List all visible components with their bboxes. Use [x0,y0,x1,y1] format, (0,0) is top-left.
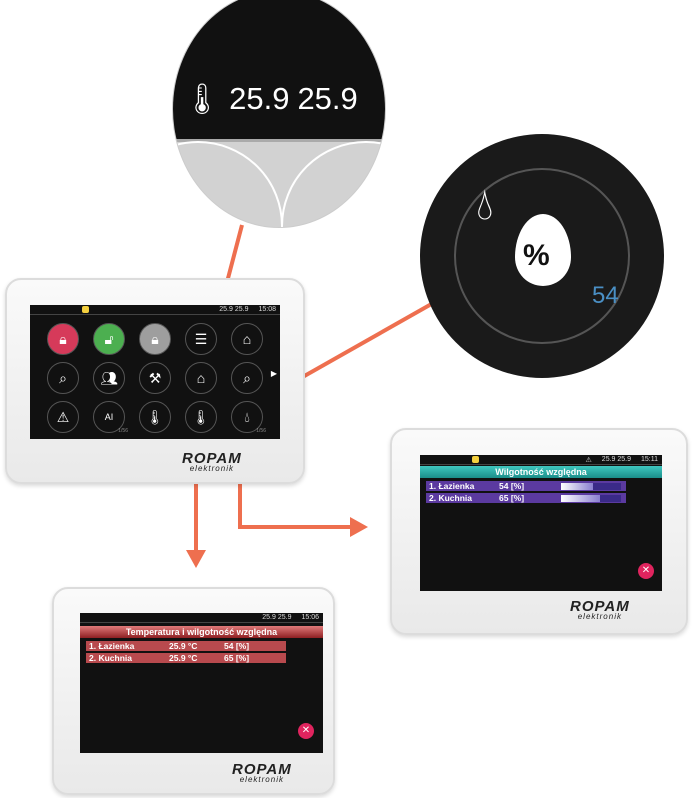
lock-red-icon[interactable]: 🔒︎ [47,323,79,355]
status-temp: 25.9 25.9 [262,614,292,621]
main-panel-device: 25.9 25.9 15:08 🔒︎ 🔓︎ 🔒︎ ☰ ⌂ ⌕ 👥︎ ⚒ ⌂ ⌕ … [5,278,305,484]
bell-icon [82,306,89,313]
close-button[interactable]: ✕ [638,563,654,579]
humidity-value: 54 [592,282,619,309]
status-time: 15:06 [301,614,319,621]
warning-icon: ⚠ [585,456,592,464]
house-zones-icon[interactable]: ⌂ [185,362,217,394]
thermometer-arrows-icon[interactable]: 🌡︎ [139,401,171,433]
close-button[interactable]: ✕ [298,723,314,739]
status-time: 15:08 [258,306,276,313]
bell-icon [472,456,479,463]
next-page-arrow-icon[interactable]: ▶ [270,369,277,378]
screen-title: Wilgotność względna [420,466,662,478]
humidity-drops-icon[interactable]: 💧︎1/56 [231,401,266,434]
thermometer-drops-icon[interactable]: 🌡︎ [185,401,217,433]
status-temp: 25.9 25.9 [219,306,249,313]
temp-value-2: 25.9 [297,81,358,116]
temperature-screen: 25.9 25.9 15:06 Temperatura i wilgotność… [80,613,323,753]
temperature-panel-device: 25.9 25.9 15:06 Temperatura i wilgotność… [52,587,335,795]
zones-list-icon[interactable]: ☰ [185,323,217,355]
humidity-panel-device: ⚠ 25.9 25.9 15:11 Wilgotność względna 1.… [390,428,688,635]
lock-grey-icon[interactable]: 🔒︎ [139,323,171,355]
doc-search-icon[interactable]: ⌕ [231,362,263,394]
zone-search-icon[interactable]: ⌕ [47,362,79,394]
main-screen: 25.9 25.9 15:08 🔒︎ 🔓︎ 🔒︎ ☰ ⌂ ⌕ 👥︎ ⚒ ⌂ ⌕ … [30,305,280,439]
thermometer-icon: 🌡︎ [183,82,222,116]
zoom-humidity: 💧︎ % 54 [420,134,664,378]
humidity-screen: ⚠ 25.9 25.9 15:11 Wilgotność względna 1.… [420,455,662,591]
humidity-bar-fill [561,482,594,490]
users-icon[interactable]: 👥︎ [93,362,125,394]
warning-icon[interactable]: ⚠ [47,401,79,433]
tools-icon[interactable]: ⚒ [139,362,171,394]
status-temp: 25.9 25.9 [601,456,631,463]
drops-icon: 💧︎ [476,180,494,229]
house-search-icon[interactable]: ⌂ [231,323,263,355]
zoom-temperature: 🌡︎ 25.9 25.9 [172,0,386,228]
humidity-bar-fill [561,494,600,502]
percent-symbol: % [523,239,550,272]
lock-green-icon[interactable]: 🔓︎ [93,323,125,355]
status-time: 15:11 [641,456,658,463]
temp-value-1: 25.9 [229,81,290,116]
screen-title: Temperatura i wilgotność względna [80,626,323,638]
